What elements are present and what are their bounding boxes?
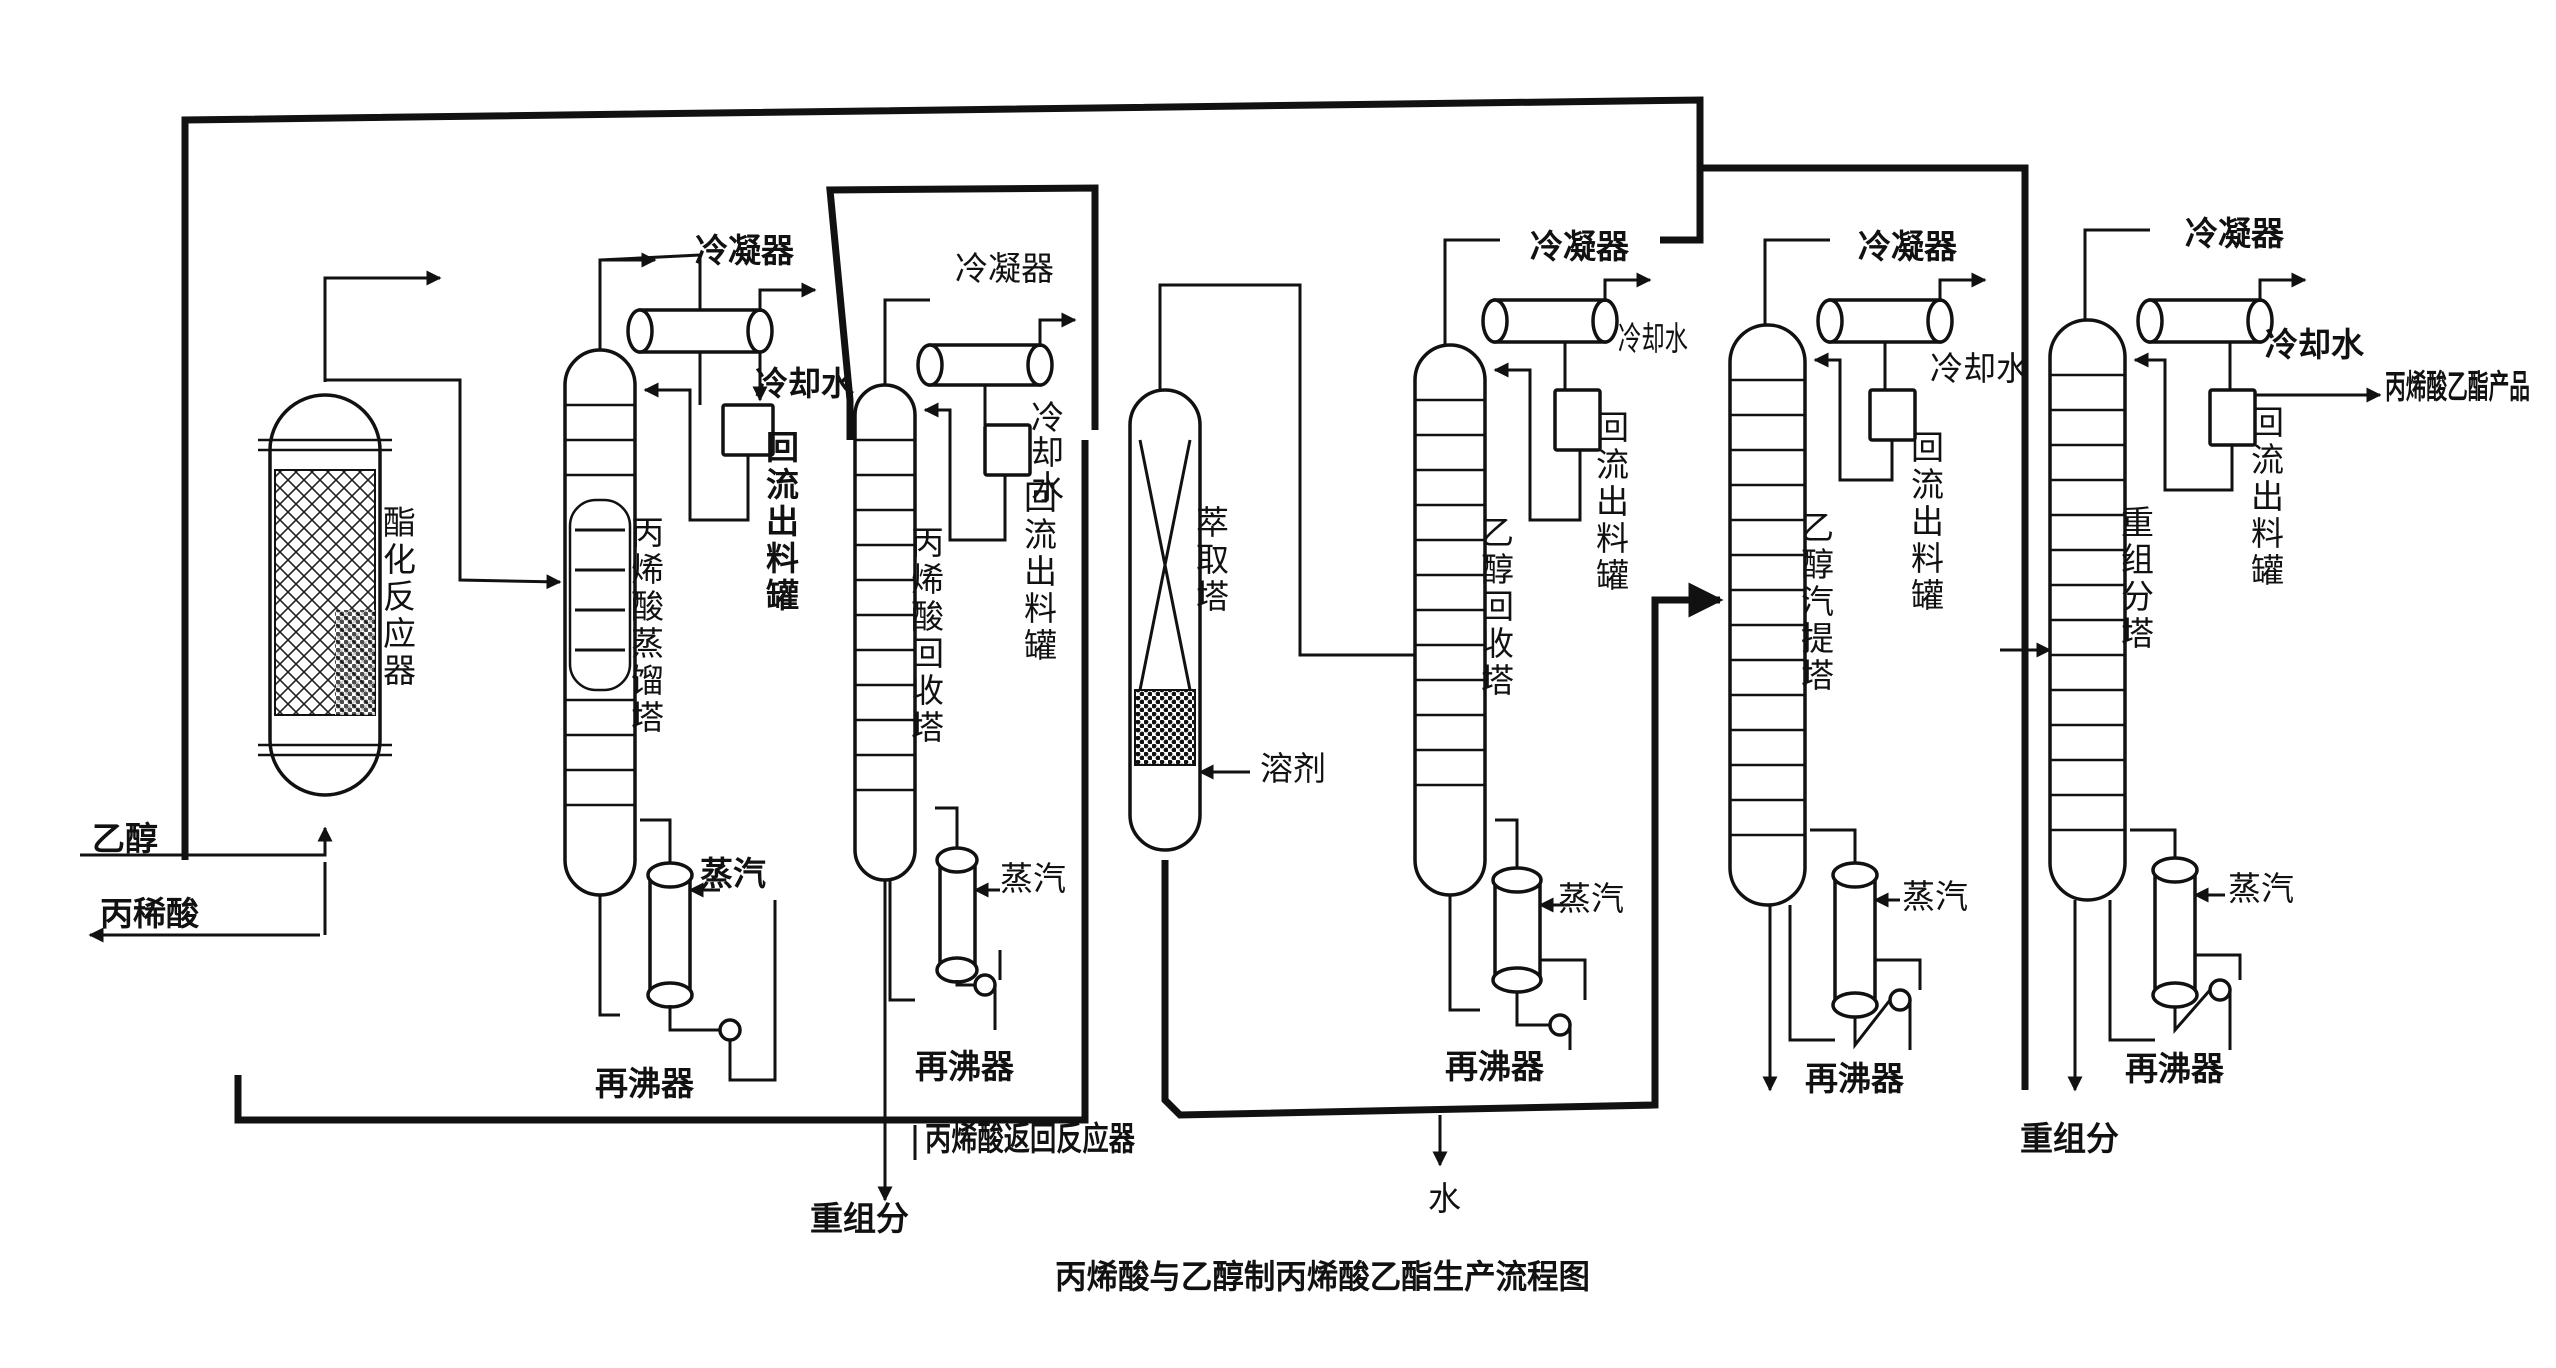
cooling-water-1: 冷却水 — [755, 364, 855, 403]
column-1-label: 丙烯酸蒸馏塔 — [626, 515, 665, 737]
reboiler-4-label: 再沸器 — [1445, 1047, 1545, 1086]
main-recycle-lines — [181, 96, 2029, 1124]
reactor-label: 酯化反应器 — [378, 505, 417, 690]
column-acrylic-distillation: 丙烯酸蒸馏塔 冷凝器 冷却水 回流出料罐 蒸汽 再沸器 — [563, 231, 855, 1103]
column-acrylic-recovery: 丙烯酸回收塔 冷凝器 冷却水 回流出料罐 蒸汽 再沸器 重组分 丙烯酸返回反应器 — [810, 249, 1136, 1238]
condenser-1-label: 冷凝器 — [695, 231, 795, 270]
column-heavies: 重组分塔 冷凝器 冷却水 丙烯酸乙酯产品 回流出料罐 蒸汽 再沸器 重组分 — [2000, 214, 2530, 1158]
column-ethanol-stripper: 乙醇汽提塔 冷凝器 冷却水 回流出料罐 蒸汽 再沸器 — [1728, 227, 2029, 1098]
column-6-label: 重组分塔 — [2116, 505, 2155, 653]
cooling-water-5: 冷却水 — [1930, 349, 2029, 388]
reflux-drum-4-label: 回流出料罐 — [1591, 410, 1630, 595]
heavies-2: 重组分 — [2020, 1119, 2119, 1158]
feed-lines — [80, 270, 562, 943]
reflux-drum-1-label: 回流出料罐 — [761, 430, 800, 615]
reboiler-5-label: 再沸器 — [1805, 1059, 1905, 1098]
condenser-6-label: 冷凝器 — [2185, 214, 2285, 253]
reboiler-2-label: 再沸器 — [915, 1047, 1015, 1086]
diagram-caption: 丙烯酸与乙醇制丙烯酸乙酯生产流程图 — [1055, 1257, 1590, 1296]
ethanol-feed-label: 乙醇 — [92, 819, 158, 858]
reflux-drum-2-label: 回流出料罐 — [1019, 480, 1058, 665]
heavies-1: 重组分 — [810, 1199, 909, 1238]
acid-return-label: 丙烯酸返回反应器 — [925, 1119, 1136, 1158]
reboiler-6-label: 再沸器 — [2125, 1049, 2225, 1088]
condenser-5-label: 冷凝器 — [1858, 227, 1958, 266]
cooling-water-2: 冷却水 — [1026, 400, 1065, 505]
steam-6: 蒸汽 — [2228, 869, 2294, 908]
esterification-reactor: 酯化反应器 — [258, 393, 417, 797]
steam-1: 蒸汽 — [700, 854, 766, 893]
column-4-label: 乙醇回收塔 — [1476, 515, 1515, 700]
steam-4: 蒸汽 — [1558, 879, 1624, 918]
water-label: 水 — [1428, 1179, 1461, 1218]
condenser-2-label: 冷凝器 — [955, 249, 1054, 288]
acrylic-feed-label: 丙稀酸 — [100, 894, 200, 933]
steam-2: 蒸汽 — [1000, 859, 1066, 898]
steam-5: 蒸汽 — [1902, 877, 1968, 916]
column-extraction: 萃取塔 溶剂 水 — [1128, 283, 1461, 1218]
cooling-water-4: 冷却水 — [1618, 319, 1688, 358]
column-5-label: 乙醇汽提塔 — [1796, 510, 1835, 695]
column-2-label: 丙烯酸回收塔 — [906, 525, 945, 747]
reboiler-1-label: 再沸器 — [595, 1064, 695, 1103]
solvent-label: 溶剂 — [1260, 749, 1326, 788]
product-label: 丙烯酸乙酯产品 — [2385, 367, 2530, 406]
condenser-4-label: 冷凝器 — [1530, 227, 1630, 266]
reflux-drum-6-label: 回流出料罐 — [2246, 405, 2285, 590]
reflux-drum-5-label: 回流出料罐 — [1906, 430, 1945, 615]
column-3-label: 萃取塔 — [1191, 505, 1230, 616]
cooling-water-6: 冷却水 — [2265, 325, 2365, 364]
column-ethanol-recovery: 乙醇回收塔 冷凝器 冷却水 回流出料罐 蒸汽 再沸器 — [1413, 227, 1688, 1086]
